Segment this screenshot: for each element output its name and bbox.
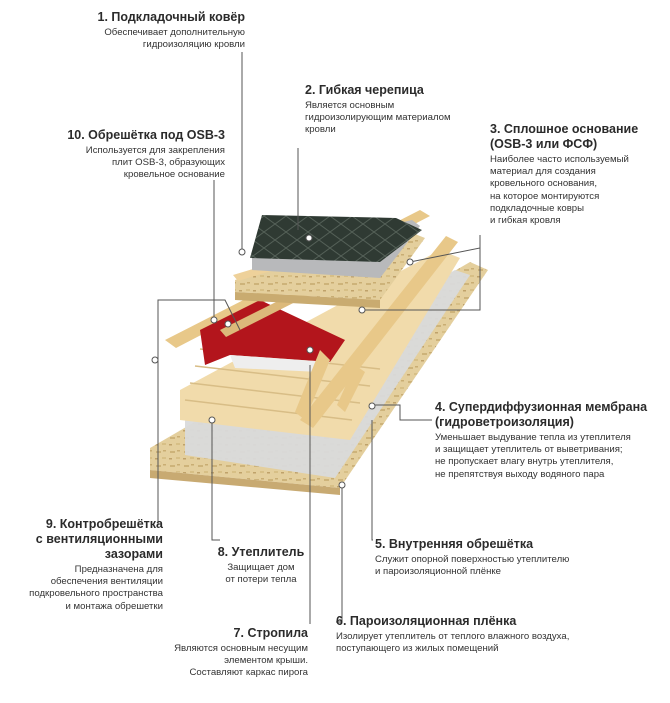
flexible-shingles [250,215,422,262]
callout-7-title: 7. Стропила [233,626,308,640]
callout-3-desc-line-5: подкладочные ковры [490,202,585,214]
callout-3-desc-line-6: и гибкая кровля [490,215,561,227]
callout-7-desc-line-3: Составляют каркас пирога [189,667,308,679]
callout-3: 3. Сплошное основание (OSB-3 или ФСФ) На… [490,122,668,227]
callout-1: 1. Подкладочный ковёр Обеспечивает допол… [60,10,246,51]
callout-9-title-line-1: 9. Контробрешётка [45,517,163,531]
callout-4-desc-line-3: не пропускает влагу внутрь утеплителя, [435,456,614,468]
callout-3-title-line-1: 3. Сплошное основание [490,122,639,136]
callout-3-desc-line-4: на которое монтируются [490,190,600,202]
callout-9-desc-line-3: подкровельного пространства [29,588,163,600]
callout-8-title: 8. Утеплитель [217,545,305,559]
callout-7: 7. Стропила Являются основным несущим эл… [150,626,308,680]
callout-10-desc-line-3: кровельное основание [123,169,225,181]
callout-6: 6. Пароизоляционная плёнка Изолирует уте… [336,614,636,655]
callout-8: 8. Утеплитель Защищает дом от потери теп… [212,545,310,586]
callout-7-desc-line-2: элементом крыши. [224,655,308,667]
callout-3-desc-line-3: кровельного основания, [490,178,598,190]
callout-1-desc-line-2: гидроизоляцию кровли [142,39,245,51]
callout-9-title-line-2: с вентиляционными [35,532,163,546]
callout-4-title-line-1: 4. Супердиффузионная мембрана [435,400,648,414]
callout-9: 9. Контробрешётка с вентиляционными зазо… [5,517,163,613]
callout-10-desc-line-2: плит OSB-3, образующих [111,157,225,169]
callout-1-title: 1. Подкладочный ковёр [97,10,246,24]
callout-7-desc-line-1: Являются основным несущим [174,643,308,654]
callout-4-desc-line-1: Уменьшает выдувание тепла из утеплителя [435,432,631,443]
callout-6-desc-line-2: поступающего из жилых помещений [336,643,499,655]
callout-3-desc-line-2: материал для создания [490,166,596,178]
callout-3-desc-line-1: Наиболее часто используемый [490,154,629,165]
callout-2: 2. Гибкая черепица Является основным гид… [305,83,505,137]
callout-5: 5. Внутренняя обрешётка Служит опорной п… [375,537,635,578]
callout-9-desc-line-4: и монтажа обрешетки [65,600,163,612]
rafter-right [300,236,458,428]
callout-2-desc-line-2: гидроизолирующим материалом [305,112,451,124]
callout-4-desc-line-2: и защищает утеплитель от выветривания; [435,444,623,456]
callout-8-desc-line-2: от потери тепла [225,574,297,586]
callout-4-title-line-2: (гидроветроизоляция) [435,415,574,429]
callout-4: 4. Супердиффузионная мембрана (гидроветр… [435,400,667,481]
callout-6-title: 6. Пароизоляционная плёнка [336,614,517,628]
callout-1-desc-line-1: Обеспечивает дополнительную [104,27,245,38]
callout-10-title: 10. Обрешётка под OSB-3 [67,128,225,142]
callout-2-title: 2. Гибкая черепица [305,83,424,97]
callout-9-desc-line-1: Предназначена для [74,564,163,575]
callout-2-desc-line-3: кровли [305,124,336,136]
callout-9-desc-line-2: обеспечения вентиляции [50,576,163,588]
callout-6-desc-line-1: Изолирует утеплитель от теплого влажного… [336,631,570,642]
callout-2-desc-line-1: Является основным [305,100,395,111]
callout-10: 10. Обрешётка под OSB-3 Используется для… [25,128,225,182]
callout-4-desc-line-4: не препятствуя выходу водяного пара [435,468,605,480]
callout-3-title-line-2: (OSB-3 или ФСФ) [490,137,598,151]
callout-10-desc-line-1: Используется для закрепления [85,145,225,156]
callout-9-title-line-3: зазорами [104,547,163,561]
callout-5-desc-line-2: и пароизоляционной плёнке [375,566,502,578]
callout-8-desc-line-1: Защищает дом [227,562,295,573]
callout-5-desc-line-1: Служит опорной поверхностью утеплителю [375,554,570,565]
callout-5-title: 5. Внутренняя обрешётка [375,537,534,551]
